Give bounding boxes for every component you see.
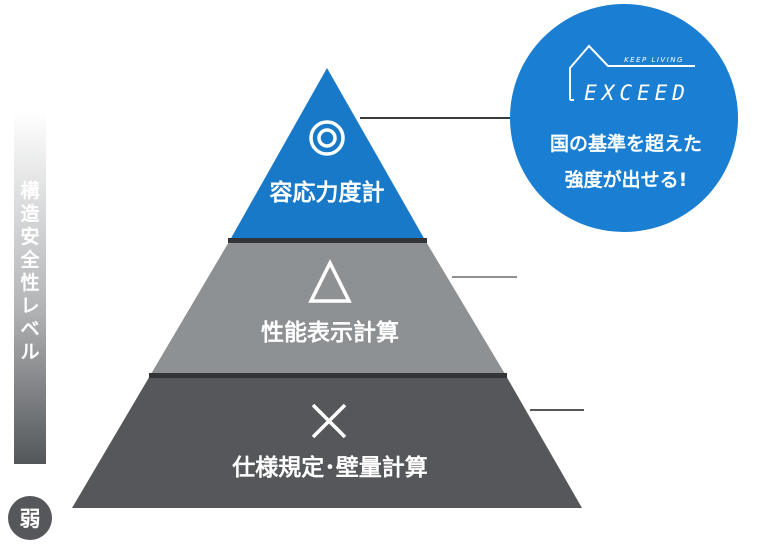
triangle-outline-icon [308,259,352,303]
pyramid-tier-bottom [72,374,582,508]
exceed-badge [510,4,738,232]
badge-text-line2: 強度が出せる! [565,168,688,191]
axis-label-char: 全 [20,249,40,271]
tier-label-top: 容応力度計 [270,179,385,206]
axis-label-char: 安 [20,226,40,248]
tier-separator [228,238,427,243]
safety-level-axis-bar [14,112,46,464]
brand-logo-text: EXCEED [584,81,690,105]
tier-separator [149,373,507,378]
tier-label-middle: 性能表示計算 [261,319,399,346]
axis-label-char: 性 [20,272,40,294]
axis-label-char: レ [20,295,40,317]
safety-level-axis-label: 構造安全性レベル [14,180,46,364]
brand-small-label: KEEP LIVING [624,56,684,64]
house-logo-icon [569,44,695,101]
badge-text-line1: 国の基準を超えた [550,132,702,155]
weak-level-label: 弱 [20,507,41,531]
tier-label-bottom: 仕様規定･壁量計算 [231,454,428,481]
cross-icon [311,403,347,439]
axis-label-char: 造 [20,203,40,225]
weak-level-badge [8,496,52,540]
axis-label-char: 構 [20,180,40,202]
axis-label-char: ベ [20,318,40,340]
axis-label-char: ル [20,341,40,363]
double-circle-icon [309,120,345,156]
pyramid-tier-middle [151,240,505,374]
